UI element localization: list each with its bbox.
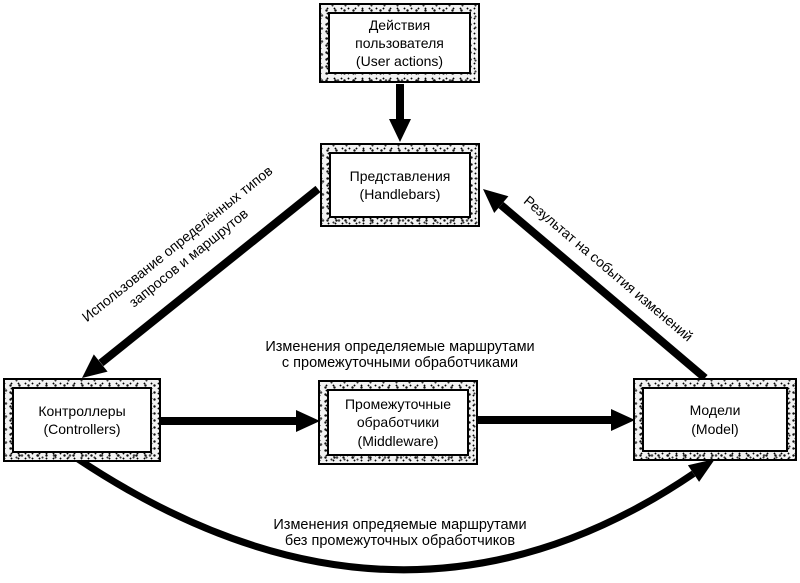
node-text-line: Контроллеры (38, 402, 126, 419)
node-text-line: Представления (349, 167, 451, 184)
edge-label-line: Изменения определяемые маршрутами (265, 339, 535, 355)
node-text-line: (Model) (691, 420, 739, 437)
edge-label-with-middleware: Изменения определяемые маршрутами с пром… (265, 339, 534, 371)
edge-label-line: без промежуточных обработчиков (284, 533, 516, 550)
node-user-actions-label: Действия пользователя (User actions) (328, 12, 471, 74)
arrow-user-actions-to-views (389, 84, 411, 142)
arrow-models-to-views (483, 189, 708, 382)
node-text-line: пользователя (355, 34, 444, 51)
node-user-actions: Действия пользователя (User actions) (319, 3, 480, 83)
node-text-line: Промежуточные (344, 396, 452, 413)
node-text-line: (User actions) (355, 53, 444, 70)
node-text-line: Действия (368, 16, 431, 33)
node-controllers-label: Контроллеры (Controllers) (12, 387, 152, 453)
node-views: Представления (Handlebars) (320, 143, 480, 227)
node-text-line: (Controllers) (43, 421, 121, 437)
edge-label-line: Изменения опредяемые маршрутами (273, 517, 527, 533)
edge-label-without-middleware: Изменения опредяемые маршрутами без пром… (273, 517, 526, 549)
node-text-line: (Handlebars) (359, 186, 441, 202)
node-views-label: Представления (Handlebars) (329, 152, 471, 218)
node-text-line: (Middleware) (357, 432, 439, 449)
node-middleware-label: Промежуточные обработчики (Middleware) (327, 389, 469, 456)
arrow-middleware-to-models (478, 409, 635, 431)
node-models: Модели (Model) (633, 378, 797, 461)
arrow-views-to-controllers (82, 185, 321, 378)
node-text-line: обработчики (356, 414, 440, 431)
node-text-line: Модели (689, 402, 741, 419)
edge-label-line: с промежуточными обработчиками (281, 355, 519, 372)
node-middleware: Промежуточные обработчики (Middleware) (318, 380, 478, 465)
arrow-controllers-to-middleware (161, 410, 320, 432)
node-controllers: Контроллеры (Controllers) (3, 378, 161, 462)
arrow-controllers-to-models-direct (76, 456, 715, 574)
node-models-label: Модели (Model) (642, 387, 788, 452)
